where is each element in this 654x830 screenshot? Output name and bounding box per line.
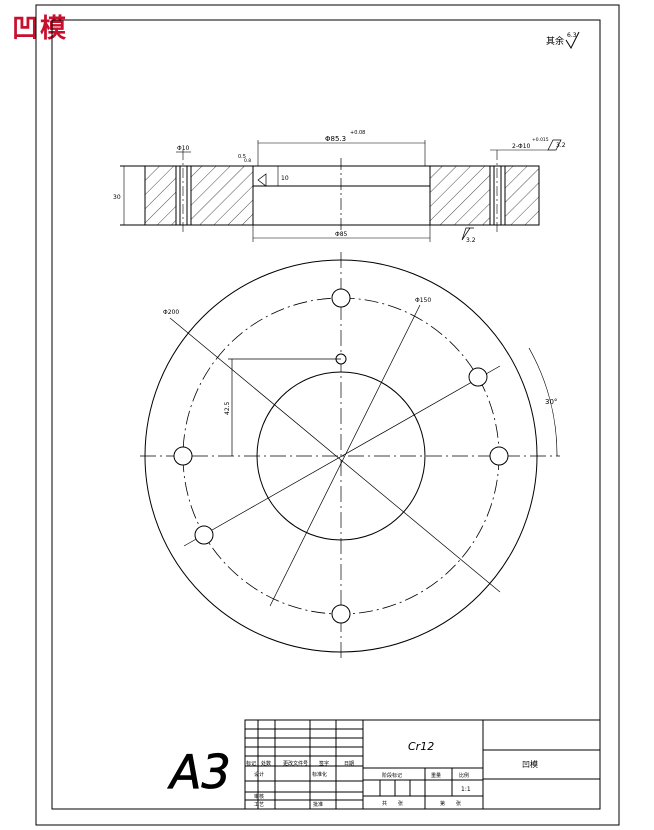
roughness-note: 其余 6.3: [546, 31, 580, 50]
title-block: [244, 719, 601, 810]
tb-standard: 标准化: [312, 771, 327, 778]
tb-sheets-total: 共: [382, 800, 387, 807]
angle-arc: [528, 347, 558, 457]
section-hatch-left: [144, 165, 254, 226]
roughness-note-value: 6.3: [567, 32, 577, 39]
tb-mark: 标记: [246, 760, 256, 767]
dim-hole-width: Φ10: [177, 145, 190, 152]
tb-scale: 比例: [459, 772, 469, 779]
roughness-symbol-icon: [461, 227, 474, 241]
tb-unit-1: 张: [398, 800, 403, 807]
roughness-c: 3.2: [466, 237, 476, 244]
bolt-hole: [331, 604, 351, 624]
tb-date: 日期: [344, 761, 354, 767]
dim-outer-diameter: Φ200: [163, 309, 179, 316]
plan-view: Φ200 Φ150 42.5 30°: [140, 252, 560, 660]
dim-bottom-width: Φ85: [335, 231, 348, 238]
tb-check: 审核: [254, 793, 264, 800]
dim-top-tol: +0.08: [350, 130, 365, 136]
roughness-b: 0.8: [244, 158, 251, 164]
material: Cr12: [408, 740, 434, 753]
tb-change-doc: 更改文件号: [283, 760, 308, 767]
tb-scale-value: 1:1: [461, 786, 471, 793]
title-block-text: A3 Cr12 凹模 标记 处数 更改文件号 签字 日期 设计 标准化 审核 工…: [167, 740, 538, 808]
diameter-leader-200: [169, 317, 501, 593]
section-hatch-right: [429, 165, 540, 226]
tb-design: 设计: [254, 771, 264, 778]
tb-weight: 重量: [431, 772, 441, 779]
section-view: Φ85.3 +0.08 Φ10 2-Φ10 +0.015 3.2 30 10 0…: [113, 130, 566, 244]
part-name: 凹模: [522, 759, 538, 769]
tb-sign: 签字: [319, 760, 329, 767]
roughness-note-label: 其余: [546, 35, 564, 47]
dim-angle: 30°: [545, 398, 557, 406]
outer-border: [35, 4, 620, 826]
tb-process: 工艺: [254, 802, 264, 808]
bolt-hole: [331, 288, 351, 308]
dim-thread: 2-Φ10: [512, 143, 531, 150]
section-hole-left: [175, 165, 192, 226]
roughness-symbol-icon: [547, 139, 562, 151]
roughness-symbol-icon: [565, 31, 580, 50]
sheet-size: A3: [167, 745, 231, 799]
tb-sheet-n: 第: [440, 800, 445, 807]
bolt-hole: [468, 367, 488, 387]
bolt-hole: [173, 446, 193, 466]
dim-bolt-circle: Φ150: [415, 297, 431, 304]
tb-unit-2: 张: [456, 800, 461, 807]
dim-height: 30: [113, 194, 121, 201]
diameter-leader-150: [269, 304, 421, 607]
centerline-30: [183, 365, 501, 547]
roughness-a: 3.2: [556, 142, 566, 149]
bolt-hole: [194, 525, 214, 545]
tb-stage: 阶段标记: [382, 772, 402, 779]
title-block-frame: [244, 719, 601, 810]
section-cavity: [252, 165, 431, 226]
tb-approve: 批准: [313, 801, 323, 808]
dim-offset: 42.5: [224, 401, 231, 415]
tb-count: 处数: [261, 760, 271, 767]
bolt-hole: [489, 446, 509, 466]
dim-top-width: Φ85.3: [325, 135, 346, 143]
dim-chamfer: 0.5: [238, 154, 246, 160]
roughness-symbol-icon: [257, 173, 267, 187]
dim-step: 10: [281, 175, 289, 182]
section-hole-right: [489, 165, 506, 226]
dim-thread-tol: +0.015: [532, 137, 549, 143]
